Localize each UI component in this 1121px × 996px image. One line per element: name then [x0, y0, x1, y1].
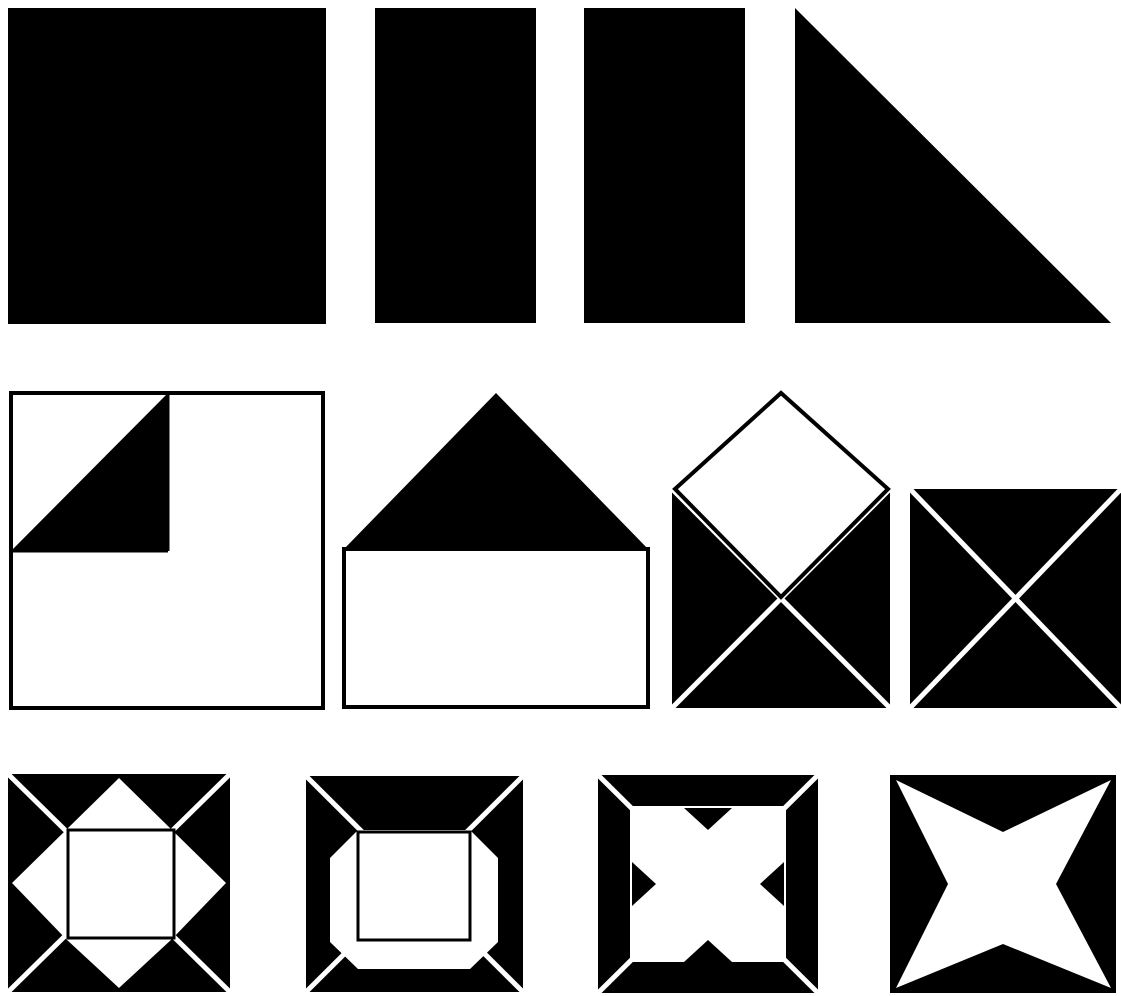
- shape-square-with-star: [890, 775, 1116, 993]
- shape-right-triangle: [795, 8, 1111, 323]
- shape-square-with-diagonals: [910, 489, 1121, 708]
- shape-house-pentagon: [344, 393, 648, 707]
- row-3: [8, 774, 1116, 993]
- shape-rectangle-right: [584, 8, 745, 323]
- shape-square-frame-with-triangles: [598, 775, 818, 993]
- shape-square: [8, 8, 326, 324]
- shape-rectangle-left: [375, 8, 536, 323]
- row-2: [11, 393, 1121, 708]
- shape-square-with-inner-square: [8, 774, 230, 992]
- shape-square-with-inner-octagon: [306, 776, 523, 992]
- row-1: [8, 8, 1111, 324]
- shape-folded-corner-square: [11, 393, 323, 708]
- shape-envelope-open-flap: [672, 393, 890, 708]
